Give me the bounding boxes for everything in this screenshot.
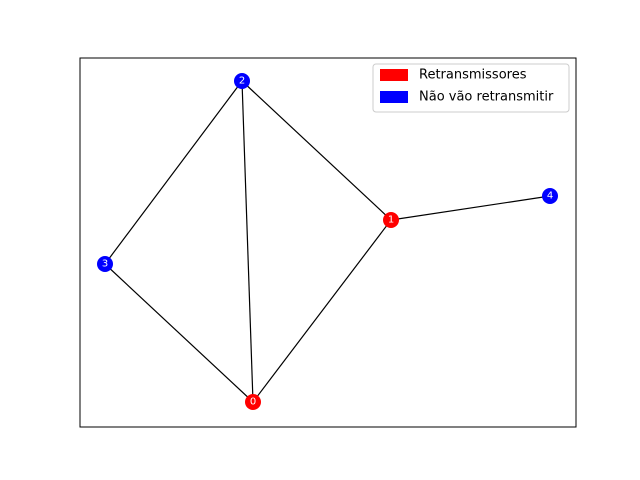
- node-label-4: 4: [547, 191, 553, 202]
- edge-0-1: [252, 219, 392, 403]
- plot-frame: [79, 57, 577, 428]
- node-0: 0: [245, 394, 261, 410]
- node-circle-1: [383, 212, 399, 228]
- legend-label-non-relay: Não vão retransmitir: [419, 90, 554, 105]
- graph-nodes: 0 1 2 3 4: [97, 73, 558, 410]
- legend-swatch-relay: [380, 69, 408, 81]
- legend: Retransmissores Não vão retransmitir: [372, 63, 570, 113]
- node-3: 3: [97, 256, 113, 272]
- node-label-0: 0: [250, 397, 256, 408]
- legend-swatch-non-relay: [380, 91, 408, 103]
- node-label-2: 2: [239, 76, 245, 87]
- node-label-3: 3: [102, 259, 108, 270]
- node-circle-2: [234, 73, 250, 89]
- edge-2-3: [104, 80, 243, 265]
- edge-2-0: [241, 80, 254, 403]
- node-circle-0: [245, 394, 261, 410]
- node-label-1: 1: [388, 215, 394, 226]
- edge-2-1: [241, 80, 392, 221]
- legend-label-relay: Retransmissores: [419, 68, 527, 83]
- legend-box: [372, 63, 570, 113]
- graph-edges: [104, 80, 551, 403]
- node-4: 4: [542, 188, 558, 204]
- node-2: 2: [234, 73, 250, 89]
- node-1: 1: [383, 212, 399, 228]
- node-circle-3: [97, 256, 113, 272]
- edge-3-0: [104, 263, 254, 403]
- edge-1-4: [390, 195, 551, 221]
- node-circle-4: [542, 188, 558, 204]
